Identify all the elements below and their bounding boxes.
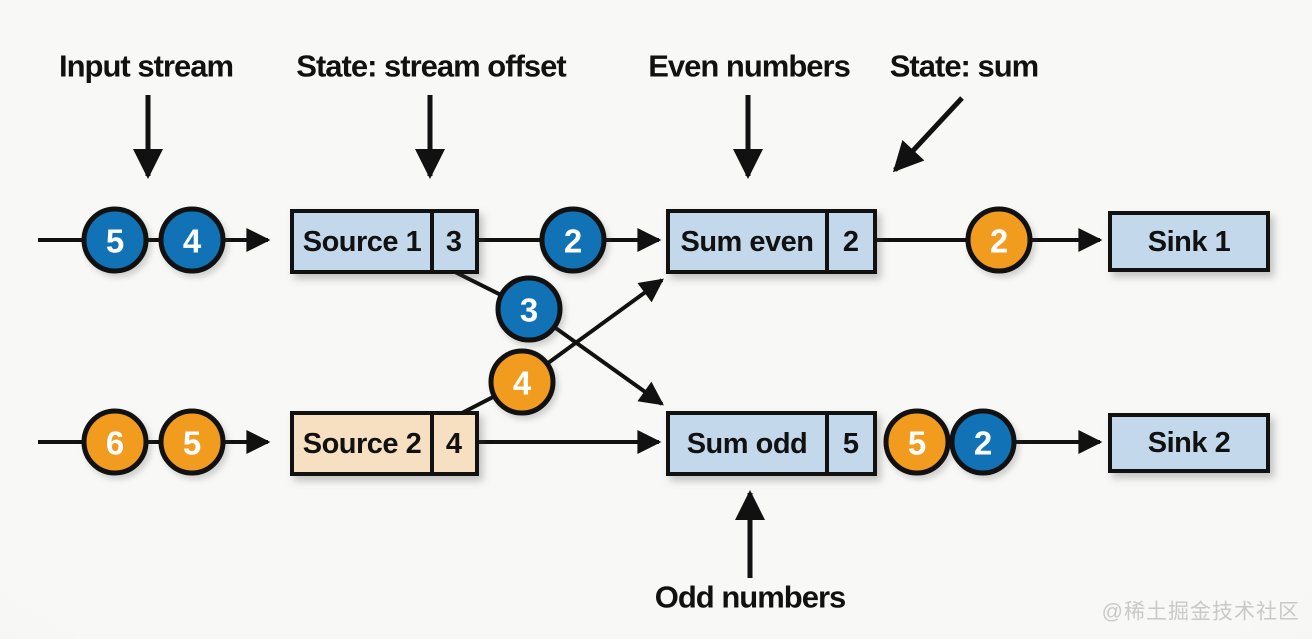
token-value: 2 xyxy=(564,223,582,260)
token-value: 5 xyxy=(908,425,926,462)
even-numbers-label: Even numbers xyxy=(648,49,850,84)
token-circle-cross-3: 3 xyxy=(495,275,563,343)
watermark-text: @稀土掘金技术社区 xyxy=(1102,601,1300,624)
token-shape xyxy=(81,206,149,274)
odd-numbers-label: Odd numbers xyxy=(655,580,846,615)
token-circle-input-bottom-6: 6 xyxy=(81,408,149,476)
sum-even-label: Sum even xyxy=(681,226,814,258)
token-circle-out-top-2: 2 xyxy=(965,206,1033,274)
sink2-node: Sink 2 xyxy=(1108,413,1270,473)
token-circle-input-bottom-5: 5 xyxy=(158,408,226,476)
source2-state-value: 4 xyxy=(446,428,462,460)
token-value: 4 xyxy=(513,365,532,402)
token-shape xyxy=(883,408,951,476)
sum-even-box xyxy=(666,209,877,274)
sum-even-node: Sum even 2 xyxy=(666,209,877,274)
token-circle-input-top-4: 4 xyxy=(158,206,226,274)
sink1-node: Sink 1 xyxy=(1108,211,1270,272)
token-value: 3 xyxy=(520,292,538,329)
sum-odd-state-value: 5 xyxy=(843,428,859,460)
token-value: 5 xyxy=(106,223,124,260)
sum-odd-label: Sum odd xyxy=(687,428,808,460)
token-shape xyxy=(965,206,1033,274)
source1-node: Source 1 3 xyxy=(290,209,479,274)
source2-box xyxy=(290,411,479,476)
token-value: 2 xyxy=(974,425,992,462)
input-stream-label: Input stream xyxy=(59,49,233,84)
sum-even-state-value: 2 xyxy=(843,226,859,258)
sum-odd-node: Sum odd 5 xyxy=(666,411,877,476)
token-shape xyxy=(539,206,607,274)
sink2-label: Sink 2 xyxy=(1148,427,1230,459)
tokens-layer: 5 4 2 3 4 2 6 5 xyxy=(81,206,1033,476)
sum-odd-box xyxy=(666,411,877,476)
token-circle-out-bottom-2: 2 xyxy=(949,408,1017,476)
token-value: 6 xyxy=(106,425,124,462)
token-circle-cross-4: 4 xyxy=(488,348,556,416)
annotations-layer: Input stream State: stream offset Even n… xyxy=(59,49,1039,615)
token-shape xyxy=(158,206,226,274)
nodes-layer: Source 1 3 Sum even 2 Sink 1 Source 2 4 … xyxy=(290,209,1270,476)
source1-state-value: 3 xyxy=(446,226,462,258)
token-shape xyxy=(81,408,149,476)
sink2-box xyxy=(1108,413,1270,473)
state-stream-offset-label: State: stream offset xyxy=(296,49,566,84)
token-value: 2 xyxy=(990,223,1008,260)
token-value: 5 xyxy=(183,425,201,462)
state-sum-arrow-icon xyxy=(892,96,964,173)
source1-box xyxy=(290,209,479,274)
source2-label: Source 2 xyxy=(303,428,422,460)
token-circle-input-top-5: 5 xyxy=(81,206,149,274)
token-shape xyxy=(158,408,226,476)
token-circle-out-bottom-5: 5 xyxy=(883,408,951,476)
state-sum-label: State: sum xyxy=(890,49,1038,84)
token-value: 4 xyxy=(183,223,202,260)
source2-node: Source 2 4 xyxy=(290,411,479,476)
token-circle-even-2: 2 xyxy=(539,206,607,274)
token-shape xyxy=(488,348,556,416)
token-shape xyxy=(949,408,1017,476)
source1-label: Source 1 xyxy=(303,226,422,258)
sink1-box xyxy=(1108,211,1270,272)
sink1-label: Sink 1 xyxy=(1148,226,1231,258)
token-shape xyxy=(495,275,563,343)
